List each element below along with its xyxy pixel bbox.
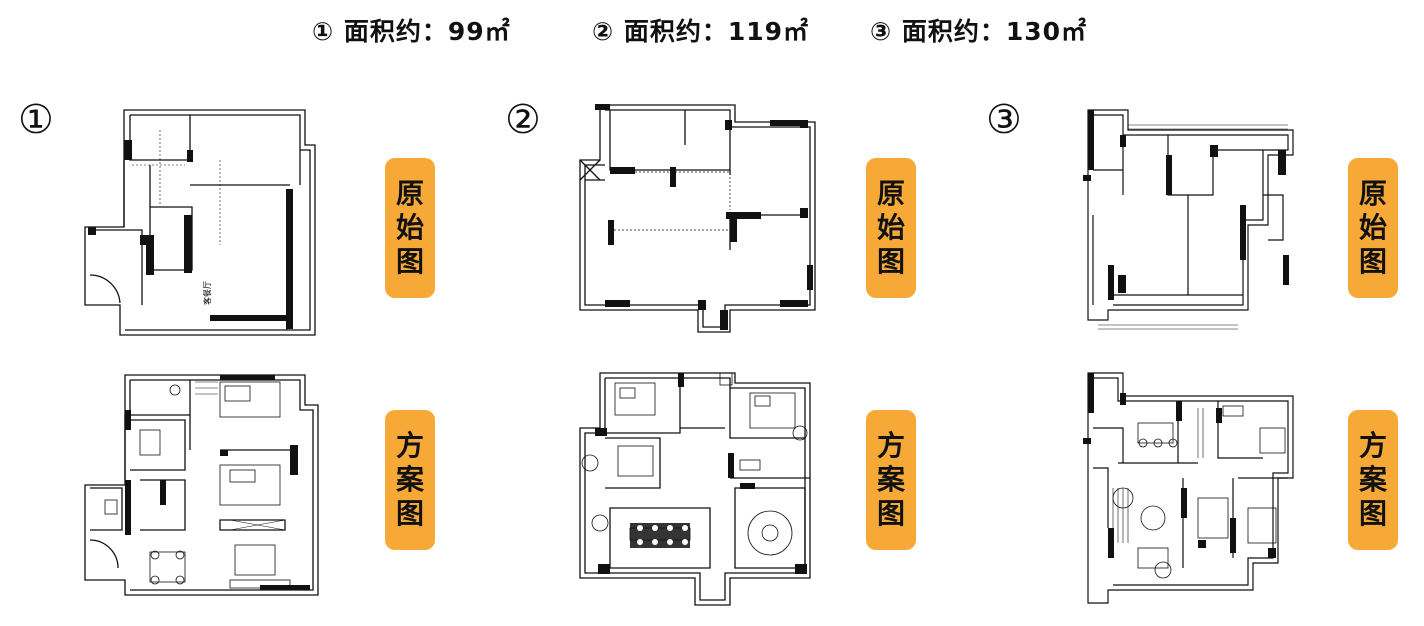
- floorplan-3-original: [1083, 109, 1294, 330]
- tag-char: 图: [1358, 245, 1387, 278]
- original-tag-3: 原 始 图: [1348, 158, 1398, 298]
- tag-char: 案: [1358, 463, 1387, 496]
- tag-char: 案: [395, 463, 424, 496]
- tag-char: 原: [1358, 177, 1387, 210]
- living-room-label: 客餐厅: [202, 281, 212, 305]
- tag-char: 方: [1358, 429, 1387, 462]
- area-header-1: ① 面积约：99㎡: [312, 17, 511, 46]
- plan-marker-1: ①: [18, 97, 54, 143]
- tag-char: 始: [395, 211, 424, 244]
- plan-marker-2: ②: [505, 97, 541, 143]
- tag-char: 图: [395, 245, 424, 278]
- tag-char: 图: [1358, 497, 1387, 530]
- proposal-tag-1: 方 案 图: [385, 410, 435, 550]
- floorplan-1-proposal: [84, 374, 319, 596]
- proposal-tag-2: 方 案 图: [866, 410, 916, 550]
- plan-marker-3: ③: [986, 97, 1022, 143]
- tag-char: 原: [876, 177, 905, 210]
- area-header-3: ③ 面积约：130㎡: [870, 17, 1088, 46]
- floorplan-3-proposal: [1083, 372, 1294, 604]
- proposal-tag-3: 方 案 图: [1348, 410, 1398, 550]
- tag-char: 始: [1358, 211, 1387, 244]
- tag-char: 始: [876, 211, 905, 244]
- original-tag-1: 原 始 图: [385, 158, 435, 298]
- tag-char: 方: [395, 429, 424, 462]
- floorplan-2-original: [579, 104, 816, 333]
- tag-char: 图: [876, 497, 905, 530]
- tag-char: 图: [876, 245, 905, 278]
- tag-char: 案: [876, 463, 905, 496]
- tag-char: 方: [876, 429, 905, 462]
- original-tag-2: 原 始 图: [866, 158, 916, 298]
- tag-char: 原: [395, 177, 424, 210]
- area-header-2: ② 面积约：119㎡: [592, 17, 810, 46]
- floorplan-2-proposal: [579, 372, 811, 606]
- floorplan-1-original: 客餐厅: [84, 109, 316, 336]
- tag-char: 图: [395, 497, 424, 530]
